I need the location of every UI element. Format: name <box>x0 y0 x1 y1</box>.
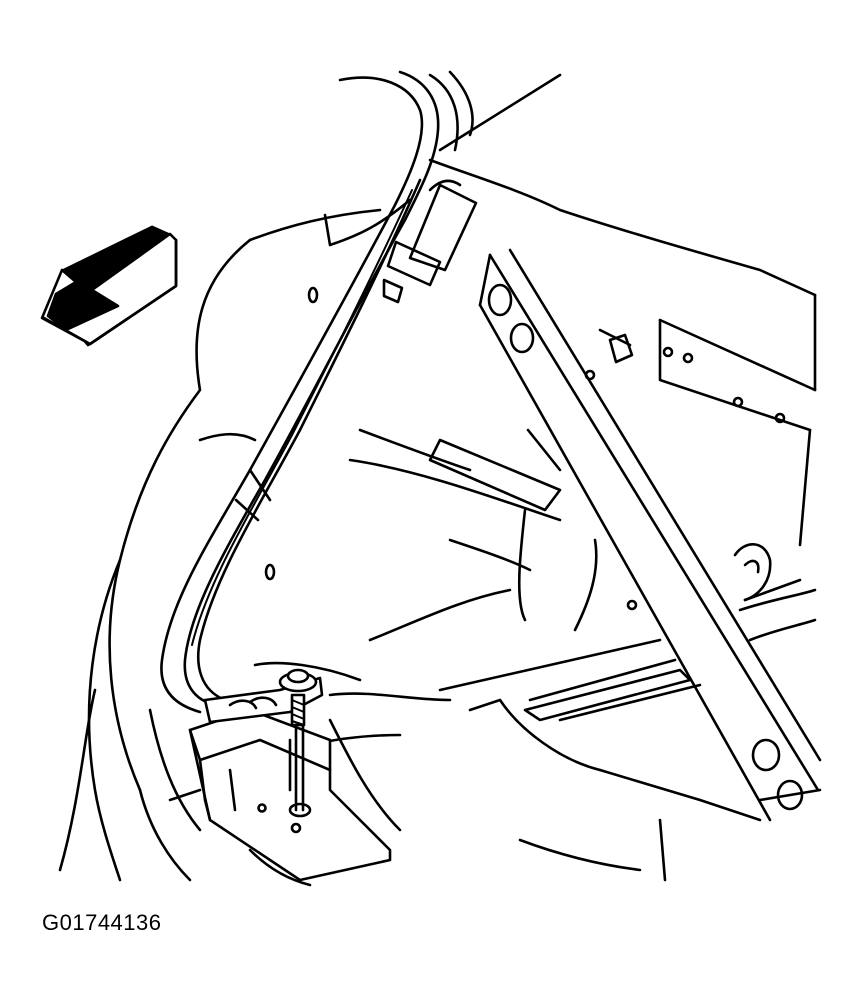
pipe-clip-upper <box>384 181 476 302</box>
lower-floor-rails <box>310 640 760 880</box>
body-holes <box>266 288 784 579</box>
pipe-bundle <box>161 72 472 712</box>
floor-channel <box>350 430 596 640</box>
mounting-bracket <box>170 710 390 880</box>
pipe-retaining-clip <box>205 670 322 816</box>
figure-id-label: G01744136 <box>42 910 162 935</box>
right-hook-bracket <box>735 544 815 640</box>
floor-pan-outline <box>60 200 410 880</box>
front-direction-arrow-icon <box>42 226 176 345</box>
lower-left-outline <box>150 663 400 885</box>
line-drawing-illustration <box>0 0 856 900</box>
diagonal-brace <box>480 250 820 820</box>
upper-body-panel <box>430 75 815 545</box>
